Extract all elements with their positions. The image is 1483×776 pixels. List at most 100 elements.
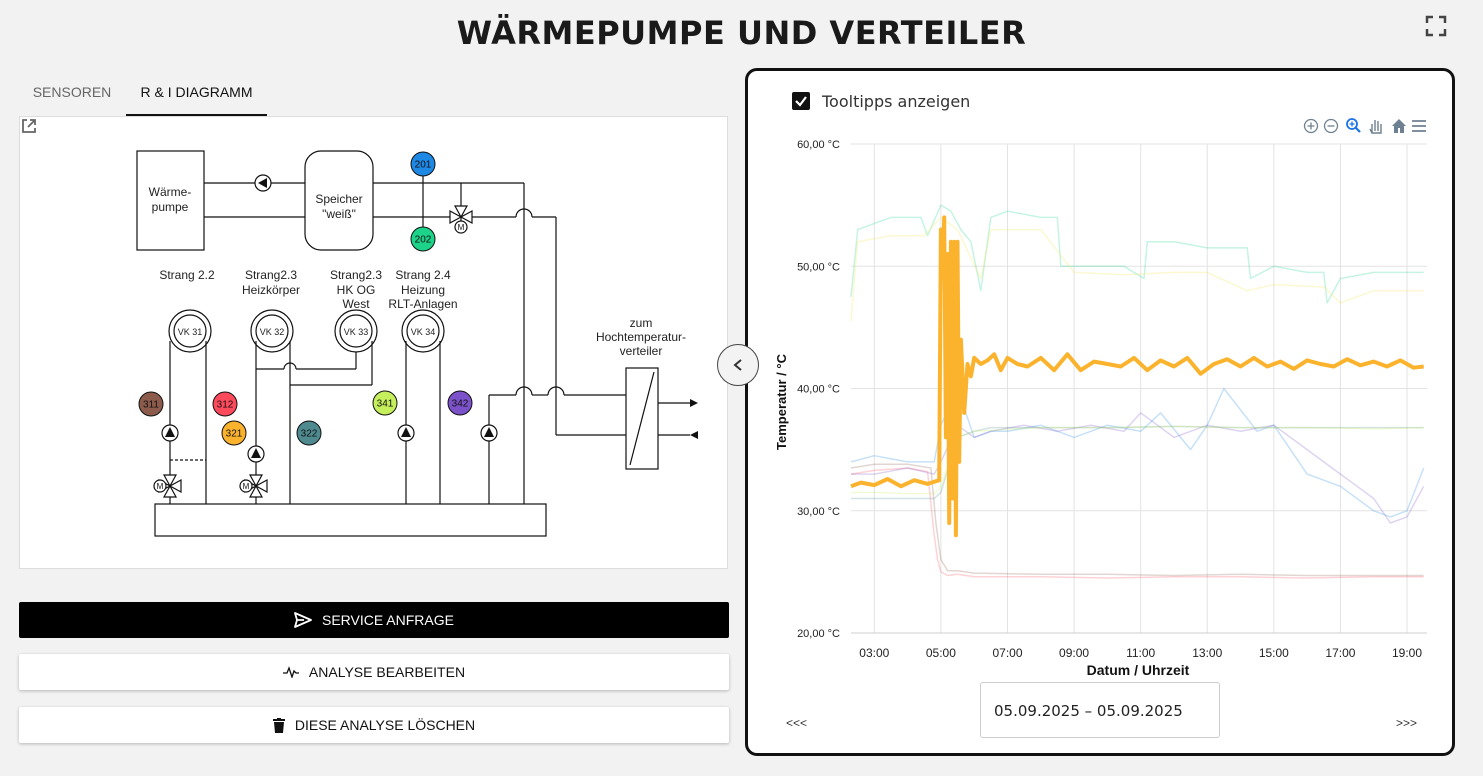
heat-pump-label: Wärme- <box>149 185 192 199</box>
tooltip-label: Tooltipps anzeigen <box>822 92 971 111</box>
service-request-label: SERVICE ANFRAGE <box>321 612 454 628</box>
distributor-bar <box>154 503 547 537</box>
pan-icon[interactable] <box>1369 120 1382 134</box>
series-line-7[interactable] <box>851 425 1424 495</box>
zoom-select-icon[interactable] <box>1346 118 1361 133</box>
y-axis-label: Temperatur / °C <box>774 353 789 450</box>
high-temp-label: verteiler <box>620 344 663 358</box>
high-temp-label: Hochtemperatur- <box>596 330 686 344</box>
y-tick-label: 60,00 °C <box>797 139 840 151</box>
sensor-label: 321 <box>226 429 243 440</box>
valve-label: VK 33 <box>344 327 369 337</box>
series-line-2[interactable] <box>850 467 1424 579</box>
fullscreen-icon[interactable] <box>1424 14 1448 38</box>
x-tick-label: 07:00 <box>992 646 1022 660</box>
strand-label: West <box>342 297 370 311</box>
external-link-icon[interactable] <box>20 117 38 135</box>
trash-icon <box>272 717 285 733</box>
series-line-0[interactable] <box>850 204 1424 304</box>
y-tick-label: 20,00 °C <box>797 628 840 640</box>
sensor-342[interactable] <box>447 390 473 416</box>
delete-analysis-label: DIESE ANALYSE LÖSCHEN <box>294 717 476 733</box>
sensor-201[interactable] <box>410 151 436 177</box>
sensor-311[interactable] <box>138 391 164 417</box>
strand-label: Strang 2.2 <box>159 268 215 282</box>
edit-analysis-button[interactable]: ANALYSE BEARBEITEN <box>19 654 729 690</box>
sensor-label: 201 <box>415 160 432 171</box>
storage-label: "weiß" <box>322 207 356 221</box>
strand-label: Heizkörper <box>242 283 300 297</box>
storage-label: Speicher <box>315 192 362 206</box>
temperature-chart[interactable]: 20,00 °C 30,00 °C 40,00 °C 50,00 °C 60,00 °C… <box>748 111 1452 686</box>
x-tick-label: 17:00 <box>1325 646 1355 660</box>
series-line-8[interactable] <box>850 215 1424 538</box>
sensor-341[interactable] <box>372 390 398 416</box>
sensor-label: 342 <box>452 399 469 410</box>
motor-icon <box>454 220 468 234</box>
series-line-3[interactable] <box>850 463 1424 577</box>
tab-sensoren[interactable]: SENSOREN <box>32 84 112 100</box>
check-icon <box>795 96 807 107</box>
chevron-left-icon <box>733 359 742 371</box>
delete-analysis-button[interactable]: DIESE ANALYSE LÖSCHEN <box>19 707 729 743</box>
service-request-button[interactable]: SERVICE ANFRAGE <box>19 602 729 638</box>
series-line-4[interactable] <box>850 387 1425 518</box>
valve-label: VK 34 <box>411 327 436 337</box>
next-range-button[interactable]: >>> <box>1396 716 1418 730</box>
valve-label: VK 32 <box>260 327 285 337</box>
motor-label: M <box>458 223 465 232</box>
x-axis-label: Datum / Uhrzeit <box>1087 662 1190 678</box>
sensor-321[interactable] <box>221 420 247 446</box>
valve-label: VK 31 <box>178 327 203 337</box>
y-tick-label: 50,00 °C <box>797 261 840 273</box>
sensor-312[interactable] <box>212 391 238 417</box>
zoom-in-icon[interactable] <box>1303 118 1319 134</box>
collapse-panel-button[interactable] <box>717 344 759 386</box>
sensor-label: 322 <box>301 429 318 440</box>
x-tick-label: 05:00 <box>926 646 956 660</box>
motor-icon <box>239 479 253 493</box>
x-tick-label: 03:00 <box>859 646 889 660</box>
series-line-1[interactable] <box>850 216 1424 322</box>
strand-label: Strang2.3 <box>330 268 382 282</box>
edit-analysis-label: ANALYSE BEARBEITEN <box>308 664 466 680</box>
home-icon[interactable] <box>1392 119 1406 133</box>
date-range-field[interactable]: 05.09.2025 – 05.09.2025 <box>980 682 1220 738</box>
sensor-label: 341 <box>377 399 394 410</box>
sensor-label: 312 <box>217 400 234 411</box>
heat-pump-box <box>136 150 205 251</box>
x-tick-label: 15:00 <box>1259 646 1289 660</box>
pulse-icon <box>282 666 299 678</box>
motor-icon <box>153 479 167 493</box>
menu-icon[interactable] <box>1412 120 1426 132</box>
zoom-out-icon[interactable] <box>1323 118 1339 134</box>
sensor-label: 311 <box>143 400 159 411</box>
high-temp-label: zum <box>630 316 653 330</box>
motor-label: M <box>243 482 250 491</box>
y-tick-label: 40,00 °C <box>797 384 840 396</box>
motor-label: M <box>157 482 164 491</box>
previous-range-button[interactable]: <<< <box>786 716 808 730</box>
strand-label: HK OG <box>337 283 376 297</box>
x-tick-label: 09:00 <box>1059 646 1089 660</box>
series-line-5[interactable] <box>851 412 1425 524</box>
strand-label: Strang 2.4 <box>395 268 451 282</box>
series-line-6[interactable] <box>851 425 1424 500</box>
x-tick-label: 13:00 <box>1192 646 1222 660</box>
sensor-322[interactable] <box>296 420 322 446</box>
sensor-202[interactable] <box>410 226 436 252</box>
ri-diagram: M M M Wärme- pumpe Speicher "weiß" zum H… <box>19 116 728 569</box>
chart-panel: Tooltipps anzeigen 20,00 °C 30,00 °C 40,00… <box>745 68 1455 756</box>
heat-pump-label: pumpe <box>152 200 189 214</box>
y-tick-label: 30,00 °C <box>797 506 840 518</box>
tooltip-checkbox[interactable] <box>792 92 810 110</box>
storage-tank <box>304 150 374 251</box>
send-icon <box>294 612 312 628</box>
strand-label: RLT-Anlagen <box>388 297 457 311</box>
strand-label: Strang2.3 <box>245 268 297 282</box>
strand-label: Heizung <box>401 283 445 297</box>
page-title: WÄRMEPUMPE UND VERTEILER <box>456 14 1027 52</box>
x-tick-label: 11:00 <box>1126 646 1155 660</box>
x-tick-label: 19:00 <box>1392 646 1422 660</box>
tab-ri-diagramm[interactable]: R & I DIAGRAMM <box>126 76 267 116</box>
